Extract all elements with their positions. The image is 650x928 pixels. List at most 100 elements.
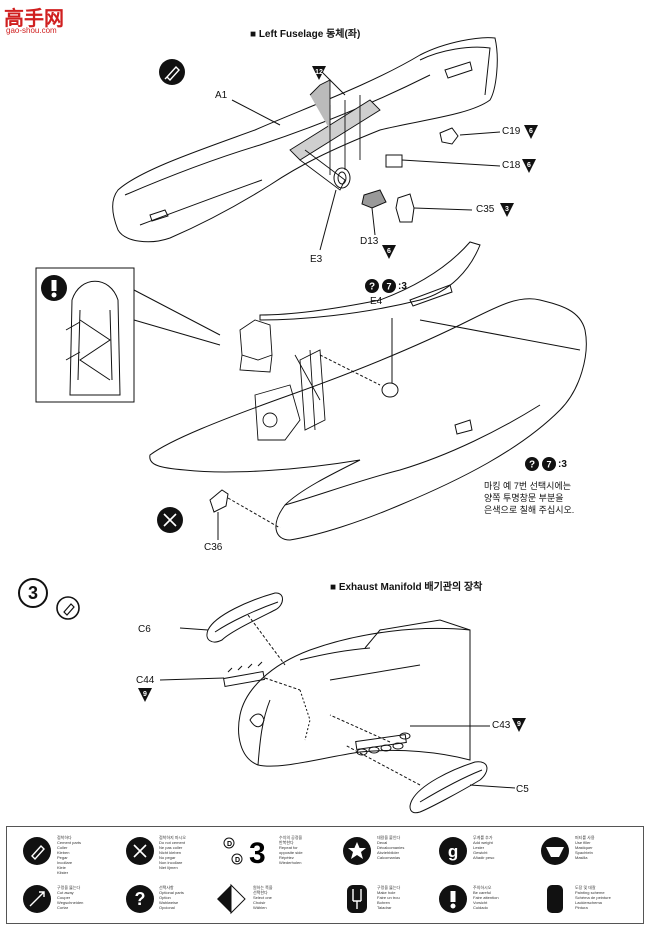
part-e4-ring <box>381 382 399 398</box>
legend-line: Répétez <box>279 855 294 860</box>
canopy-note-line2: 양쪽 투명창문 부분을 <box>484 493 564 503</box>
legend-repeat-icon: DD 3 <box>223 837 266 870</box>
badge-text-c35: 3 <box>505 206 509 213</box>
vertical-tail-half <box>259 241 481 321</box>
section-title-left-fuselage: ■ Left Fuselage 동체(좌) <box>250 29 361 40</box>
part-label-c44: C44 <box>136 675 155 686</box>
option-code-e4: :3 <box>398 281 407 292</box>
legend-line: Décalcomanies <box>377 845 405 850</box>
svg-text:D: D <box>227 841 232 848</box>
badge-triangle-c35 <box>500 203 514 217</box>
legend-line: Pegar <box>57 855 68 860</box>
part-c44-stacks <box>223 661 265 687</box>
legend-line: Kleben <box>57 850 70 855</box>
legend-line: 도장 및 데칼 <box>575 885 596 890</box>
legend-line: Abziehbilder <box>377 850 400 855</box>
legend-line: 접착하지 마시오 <box>159 835 186 840</box>
part-label-e3: E3 <box>310 254 323 265</box>
warning-icon-inset <box>41 275 67 301</box>
legend-line: Add weight <box>473 840 493 845</box>
legend-optional-icon: ? <box>126 885 154 913</box>
legend-line: Niet lijmen <box>159 865 178 870</box>
badge-text-top: 12 <box>315 69 323 76</box>
part-c36-shape <box>209 489 229 513</box>
legend-line: Left Fuselage 동체(좌) <box>258 29 361 40</box>
legend-line: Schéma de peinture <box>575 895 611 900</box>
legend-use-filler-icon <box>541 837 569 865</box>
legend-do-not-cement-icon <box>126 837 154 865</box>
legend-line: Faire un trou <box>377 895 400 900</box>
legend-line: Vorsicht <box>473 900 488 905</box>
legend-line: Wegschneiden <box>57 900 84 905</box>
legend-line: Wählen <box>253 905 267 910</box>
badge-triangle-d13 <box>382 245 396 259</box>
cement-icon-step3 <box>56 596 80 620</box>
legend-line: 구멍을 뚫는다 <box>377 885 401 890</box>
optional-icon-e4: ? <box>365 279 379 293</box>
svg-text:?: ? <box>135 889 146 909</box>
watermark-url: gao-shou.com <box>6 26 57 35</box>
legend-line: 원하는 쪽을 <box>253 885 273 890</box>
badge-triangle-top <box>312 66 326 80</box>
part-e3-ring <box>333 167 351 189</box>
legend-line: Use filler <box>575 840 591 845</box>
legend-line: Masilla <box>575 855 588 860</box>
legend-line: opposite side <box>279 850 303 855</box>
legend-line: 데칼을 붙인다 <box>377 835 401 840</box>
option-code-canopy: :3 <box>558 459 567 470</box>
legend-line: 무게를 추가 <box>473 835 493 840</box>
badge-text-c19: 6 <box>529 128 533 135</box>
legend-be-careful-icon <box>439 885 467 913</box>
legend-line: Añadir peso <box>473 855 495 860</box>
legend-line: Cement parts <box>57 840 82 845</box>
nose-section <box>238 627 471 767</box>
part-label-e4: E4 <box>370 296 383 307</box>
svg-text:?: ? <box>369 282 375 293</box>
legend-line: Wiederholen <box>279 860 302 865</box>
svg-text:?: ? <box>529 460 535 471</box>
legend-line: Nicht kleben <box>159 850 182 855</box>
legend-line: Mastiquer <box>575 845 593 850</box>
legend-line: Optional parts <box>159 890 184 895</box>
fuselage-half-outline <box>112 37 498 243</box>
part-c6-panel <box>206 592 283 643</box>
legend-line: Cortar <box>57 905 69 910</box>
legend-line: 수치의 공정을 <box>279 835 303 840</box>
legend-line: Cuidado <box>473 905 488 910</box>
badge-triangle-c43 <box>512 718 526 732</box>
badge-text-c43: 9 <box>517 721 521 728</box>
svg-text:7: 7 <box>386 282 391 292</box>
part-label-c18: C18 <box>502 160 521 171</box>
part-label-c6: C6 <box>138 624 151 635</box>
legend-line: Decal <box>377 840 388 845</box>
legend-line: Pintura <box>575 905 588 910</box>
part-c35-shape <box>395 193 415 223</box>
part-label-c43: C43 <box>492 720 511 731</box>
optional-icon-canopy: ? <box>525 457 539 471</box>
legend-line: 주의하시오 <box>473 885 492 890</box>
legend-line: Couper <box>57 895 71 900</box>
cockpit-assembly <box>239 319 326 441</box>
legend-line: Be careful <box>473 890 492 895</box>
legend-repeat-number: 3 <box>249 837 266 870</box>
badge-text-c44: 9 <box>143 691 147 698</box>
badge-triangle-c19 <box>524 125 538 139</box>
legend-make-hole-icon <box>347 885 367 913</box>
legend-line: Klister <box>57 870 69 875</box>
legend-line: 선택사항 <box>159 885 174 890</box>
part-c19-shape <box>439 127 459 145</box>
legend-icons: DD 3 g ? <box>23 837 569 915</box>
legend-line: Lester <box>473 845 485 850</box>
legend-line: Incollare <box>57 860 73 865</box>
